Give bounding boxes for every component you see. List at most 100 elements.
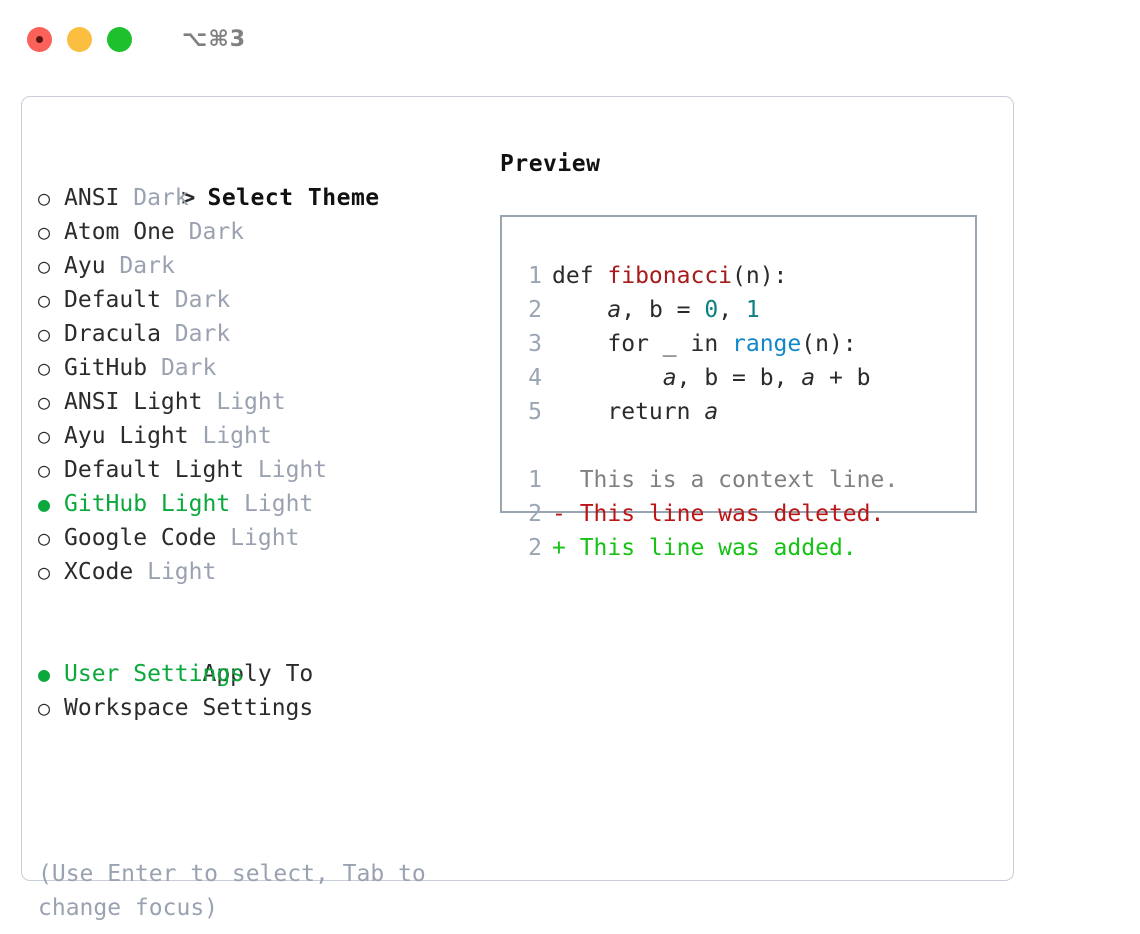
radio-unselected-icon xyxy=(38,419,64,453)
theme-item-xcode[interactable]: XCode Light xyxy=(38,555,488,589)
diff-line: 1 This is a context line. xyxy=(516,463,898,497)
code-token-plain: (n): xyxy=(801,331,857,357)
theme-item-variant: Light xyxy=(216,389,286,415)
theme-item-google-code[interactable]: Google Code Light xyxy=(38,521,488,555)
code-token-plain: , b = xyxy=(621,297,705,323)
theme-item-variant: Dark xyxy=(119,253,175,279)
theme-item-name: Dracula xyxy=(64,321,161,347)
keyboard-hint: (Use Enter to select, Tab to change focu… xyxy=(38,861,440,921)
line-number: 2 xyxy=(528,297,542,323)
line-number: 1 xyxy=(528,467,542,493)
code-token-num: 1 xyxy=(745,297,760,323)
theme-item-name: ANSI Light xyxy=(64,389,203,415)
radio-unselected-icon xyxy=(38,317,64,351)
theme-item-name: XCode xyxy=(64,559,134,585)
close-window-button[interactable] xyxy=(27,26,52,52)
select-theme-header: Select Theme xyxy=(38,147,488,211)
apply-to-list: User SettingsWorkspace Settings xyxy=(38,657,488,725)
radio-unselected-icon xyxy=(38,521,64,555)
line-number: 1 xyxy=(528,263,542,289)
apply-to-option-user-settings[interactable]: User Settings xyxy=(38,657,488,691)
code-line: 2 a, b = 0, 1 xyxy=(516,293,898,327)
code-line: 4 a, b = b, a + b xyxy=(516,361,898,395)
apply-to-header: Apply To xyxy=(38,623,488,687)
code-token-plain: (n): xyxy=(732,263,788,289)
theme-item-name: GitHub xyxy=(64,355,148,381)
theme-item-github[interactable]: GitHub Dark xyxy=(38,351,488,385)
theme-item-ayu-light[interactable]: Ayu Light Light xyxy=(38,419,488,453)
code-line: 3 for _ in range(n): xyxy=(516,327,898,361)
radio-unselected-icon xyxy=(38,691,64,725)
line-number: 5 xyxy=(528,399,542,425)
theme-item-name: GitHub Light xyxy=(64,491,231,517)
theme-item-name: Atom One xyxy=(64,219,175,245)
minimize-window-button[interactable] xyxy=(67,26,92,52)
radio-unselected-icon xyxy=(38,249,64,283)
line-number: 3 xyxy=(528,331,542,357)
theme-item-variant: Dark xyxy=(160,355,217,381)
code-token-plain xyxy=(552,365,663,391)
theme-item-variant: Dark xyxy=(133,185,189,211)
radio-unselected-icon xyxy=(38,385,64,419)
code-token-num: 0 xyxy=(704,297,719,323)
theme-item-name: Default Light xyxy=(64,457,245,483)
theme-item-ansi-light[interactable]: ANSI Light Light xyxy=(38,385,488,419)
radio-unselected-icon xyxy=(38,555,64,589)
apply-to-option-label: Workspace Settings xyxy=(64,695,314,721)
preview-title: Preview xyxy=(500,151,601,177)
code-line: 5 return a xyxy=(516,395,898,429)
apply-to-option-label: User Settings xyxy=(64,661,245,687)
section-spacer xyxy=(38,589,488,623)
theme-item-dracula[interactable]: Dracula Dark xyxy=(38,317,488,351)
code-token-ctx: This is a context line. xyxy=(552,467,899,493)
theme-item-default[interactable]: Default Dark xyxy=(38,283,488,317)
code-token-var: a xyxy=(662,365,677,391)
code-token-var: a xyxy=(607,297,622,323)
theme-item-variant: Light xyxy=(257,457,328,483)
apply-to-label: Apply To xyxy=(202,661,314,687)
code-token-plain xyxy=(552,297,607,323)
theme-item-name: ANSI xyxy=(64,185,120,211)
theme-item-github-light[interactable]: GitHub Light Light xyxy=(38,487,488,521)
code-token-plain: , xyxy=(718,297,746,323)
radio-selected-icon xyxy=(38,487,64,521)
code-token-plain: + b xyxy=(815,365,871,391)
theme-list: ANSI DarkAtom One DarkAyu DarkDefault Da… xyxy=(38,181,488,589)
code-token-builtin: range xyxy=(732,331,802,357)
code-token-plain: def xyxy=(552,263,608,289)
code-line: 1 def fibonacci(n): xyxy=(516,259,898,293)
theme-item-atom-one[interactable]: Atom One Dark xyxy=(38,215,488,249)
theme-item-name: Default xyxy=(64,287,161,313)
maximize-window-button[interactable] xyxy=(107,26,132,52)
theme-item-variant: Light xyxy=(202,423,272,449)
theme-selector-column: Select Theme ANSI DarkAtom One DarkAyu D… xyxy=(38,147,488,725)
radio-unselected-icon xyxy=(38,283,64,317)
radio-unselected-icon xyxy=(38,351,64,385)
apply-to-option-workspace-settings[interactable]: Workspace Settings xyxy=(38,691,488,725)
code-token-var: a xyxy=(704,399,719,425)
theme-item-variant: Dark xyxy=(174,287,231,313)
theme-item-ansi[interactable]: ANSI Dark xyxy=(38,181,488,215)
code-token-plain: for _ in xyxy=(552,331,733,357)
diff-line: 2+ This line was added. xyxy=(516,531,898,565)
diff-line: 2- This line was deleted. xyxy=(516,497,898,531)
code-token-plain: , b = b, xyxy=(676,365,802,391)
theme-item-default-light[interactable]: Default Light Light xyxy=(38,453,488,487)
main-panel: Select Theme ANSI DarkAtom One DarkAyu D… xyxy=(21,96,1014,921)
theme-item-ayu[interactable]: Ayu Dark xyxy=(38,249,488,283)
keyboard-shortcut-label: ⌥⌘3 xyxy=(182,26,247,52)
radio-unselected-icon xyxy=(38,215,64,249)
line-number: 4 xyxy=(528,365,542,391)
code-token-plain: return xyxy=(552,399,705,425)
select-theme-header-label: Select Theme xyxy=(207,185,380,211)
code-token-var: a xyxy=(801,365,816,391)
theme-item-name: Google Code xyxy=(64,525,217,551)
code-token-func: fibonacci xyxy=(607,263,733,289)
theme-item-variant: Dark xyxy=(174,321,231,347)
line-number: 2 xyxy=(528,535,542,561)
radio-unselected-icon xyxy=(38,181,64,215)
radio-unselected-icon xyxy=(38,453,64,487)
theme-item-variant: Light xyxy=(147,559,217,585)
